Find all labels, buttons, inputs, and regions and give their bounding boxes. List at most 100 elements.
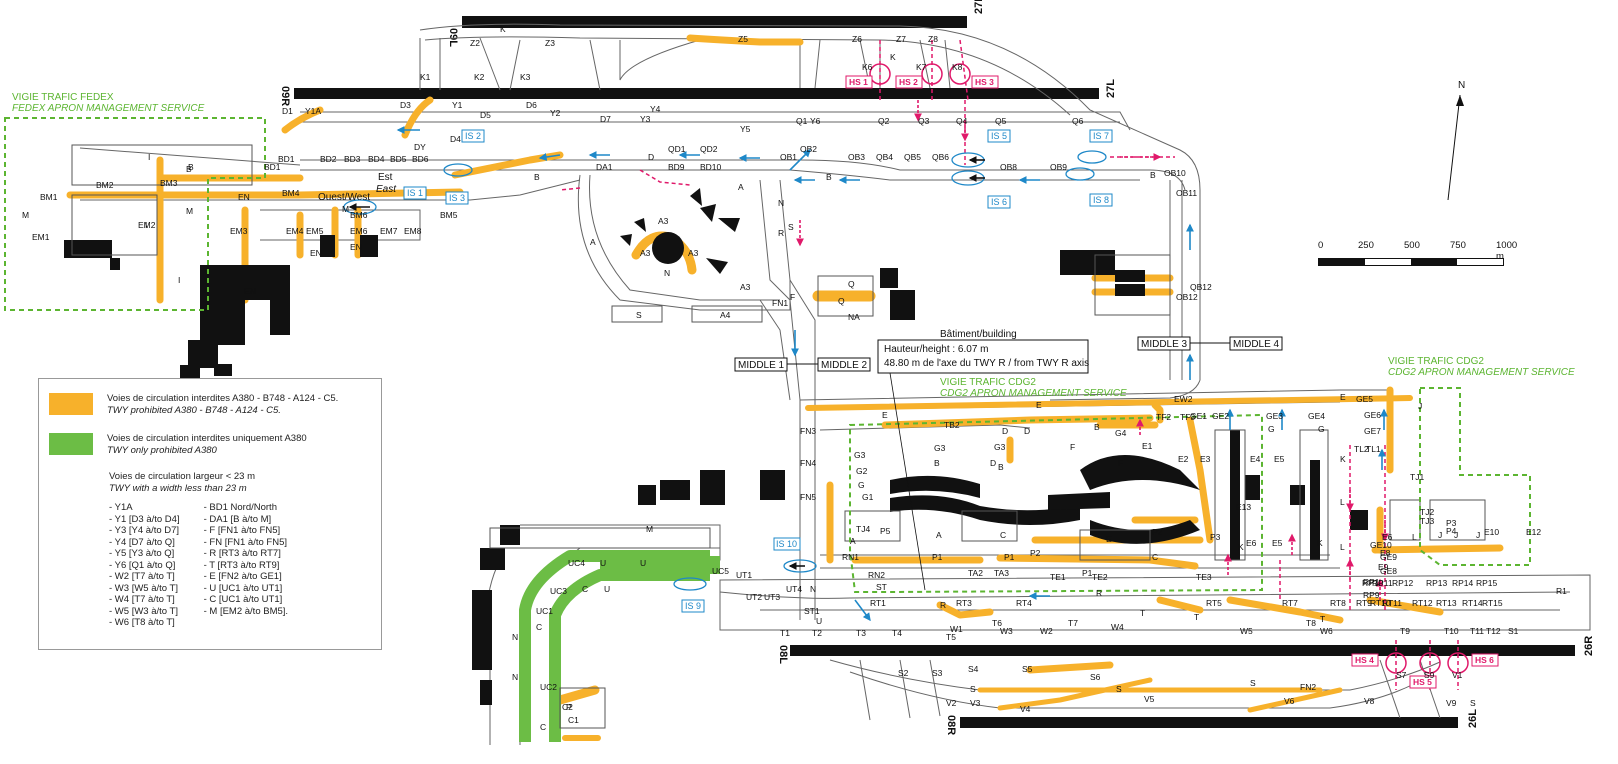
taxiway-label: EM7 [380,226,398,236]
taxiway-label: RT11 [1382,598,1402,608]
taxiway-label: RP15 [1476,578,1498,588]
taxiway-label: G [858,480,865,490]
taxiway-label: FN4 [800,458,816,468]
taxiway-label: K8 [952,62,963,72]
taxiway-label: M [186,206,193,216]
taxiway-label: U [600,558,606,568]
taxiway-label: A [850,536,856,546]
taxiway-label: F [1118,458,1123,468]
taxiway-label: OB12 [1176,292,1198,302]
legend-narrow-item: - W3 [W5 à/to T] [109,582,178,594]
taxiway-label: C [536,622,542,632]
taxiway-label: P3 [1210,532,1221,542]
taxiway-label: GE4 [1308,411,1325,421]
taxiway-label: GE2 [1212,411,1229,421]
taxiway-label: U [640,558,646,568]
taxiway-label: Y1A [305,106,321,116]
taxiway-label: C2 [562,702,573,712]
taxiway-label: D [1024,426,1030,436]
taxiway-label: S1 [1508,626,1519,636]
hotspot-label-6: HS 6 [1475,655,1494,665]
taxiway-label: BM5 [440,210,458,220]
taxiway-label: E [882,410,888,420]
taxiway-label: T4 [892,628,902,638]
terminal-2k-satellite [1310,460,1320,560]
taxiway-label: QD2 [700,144,718,154]
taxiway-label: P2 [1030,548,1041,558]
taxiway-label: Q2 [878,116,890,126]
intersection-markers: IS 1 IS 2 IS 3 IS 5 IS 6 IS 7 IS 8 IS 9 … [343,129,1113,613]
taxiway-label: S6 [1090,672,1101,682]
taxiway-label: W5 [1240,626,1253,636]
taxiway-label: RT5 [1206,598,1222,608]
taxiway-label: C [1000,530,1006,540]
taxiway-label: BM2 [96,180,114,190]
taxiway-label: OB1 [780,152,797,162]
legend-narrow-item: - U [UC1 à/to UT1] [203,582,283,594]
taxiway-label: Y2 [550,108,561,118]
taxiway-label: G3 [854,450,866,460]
taxiway-label: GE8 [1380,566,1397,576]
scale-bar-graphic [1318,258,1504,266]
taxiway-label: RT14 [1462,598,1483,608]
terminal-1 [652,232,684,264]
taxiway-label: Z7 [896,34,906,44]
taxiway-label: EM2 [138,220,156,230]
taxiway-label: TJ1 [1410,472,1424,482]
hotspot-label-3: HS 3 [975,77,994,87]
taxiway-label: J [1454,530,1458,540]
taxiway-label: C [540,722,546,732]
taxiway-label: Y5 [740,124,751,134]
taxiway-label: Q [838,296,845,306]
taxiway-label: EM8 [404,226,422,236]
vigie-cdg2-left-fr: VIGIE TRAFIC CDG2 [940,377,1036,388]
taxiway-label: W1 [950,624,963,634]
taxiway-label: T12 [1486,626,1501,636]
taxiway-label: Z8 [928,34,938,44]
hotspot-ring-s9 [1447,652,1469,674]
taxiway-label: D5 [480,110,491,120]
taxiway-label: Y1 [452,100,463,110]
taxiway-label: TJ4 [856,524,870,534]
taxiway-label: V5 [1144,694,1155,704]
taxiway-label: A [590,237,596,247]
taxiway-label: S [788,222,794,232]
taxiway-label: K [1238,542,1244,552]
taxiway-label: S [1250,678,1256,688]
taxiway-label: A3 [658,216,669,226]
taxiway-label: GE10 [1370,540,1392,550]
apron-service-labels: VIGIE TRAFIC FEDEX FEDEX APRON MANAGEMEN… [12,92,1575,399]
taxiway-label: G [1268,424,1275,434]
taxiway-label: W3 [1000,626,1013,636]
taxiway-label: Y3 [640,114,651,124]
taxiway-label: U [604,584,610,594]
is-9: IS 9 [685,601,701,611]
taxiway-label: A4 [720,310,731,320]
legend-narrow-col2: - BD1 Nord/North- DA1 [B à/to M]- F [FN1… [204,502,288,629]
rwy-label-26r: 26R [1583,636,1595,656]
taxiway-label: QD1 [668,144,686,154]
taxiway-label: BD3 [344,154,361,164]
taxiway-label: E1 [1142,441,1153,451]
taxiway-label: P3 [1446,518,1457,528]
is-8: IS 8 [1093,195,1109,205]
taxiway-label: UC2 [540,682,557,692]
taxiway-label: EW2 [1174,394,1193,404]
taxiway-label: D [1002,426,1008,436]
taxiway-label: G [1318,424,1325,434]
taxiway-label: BD4 [368,154,385,164]
hotspot-ring-k8 [949,63,971,85]
taxiway-label: GE1 [1190,411,1207,421]
taxiway-label: S [636,310,642,320]
taxiway-label: T11 [1470,626,1484,636]
taxiway-label: K [1340,454,1346,464]
taxiway-label: K2 [474,72,485,82]
taxiway-label: B [186,164,192,174]
taxiway-label: UT1 [736,570,752,580]
taxiway-label: TA2 [968,568,983,578]
legend-narrow-item: - F [FN1 à/to FN5] [203,525,281,536]
legend-narrow-item: - W2 [T7 à/to T] [109,571,175,582]
taxiway-label: RT3 [956,598,972,608]
